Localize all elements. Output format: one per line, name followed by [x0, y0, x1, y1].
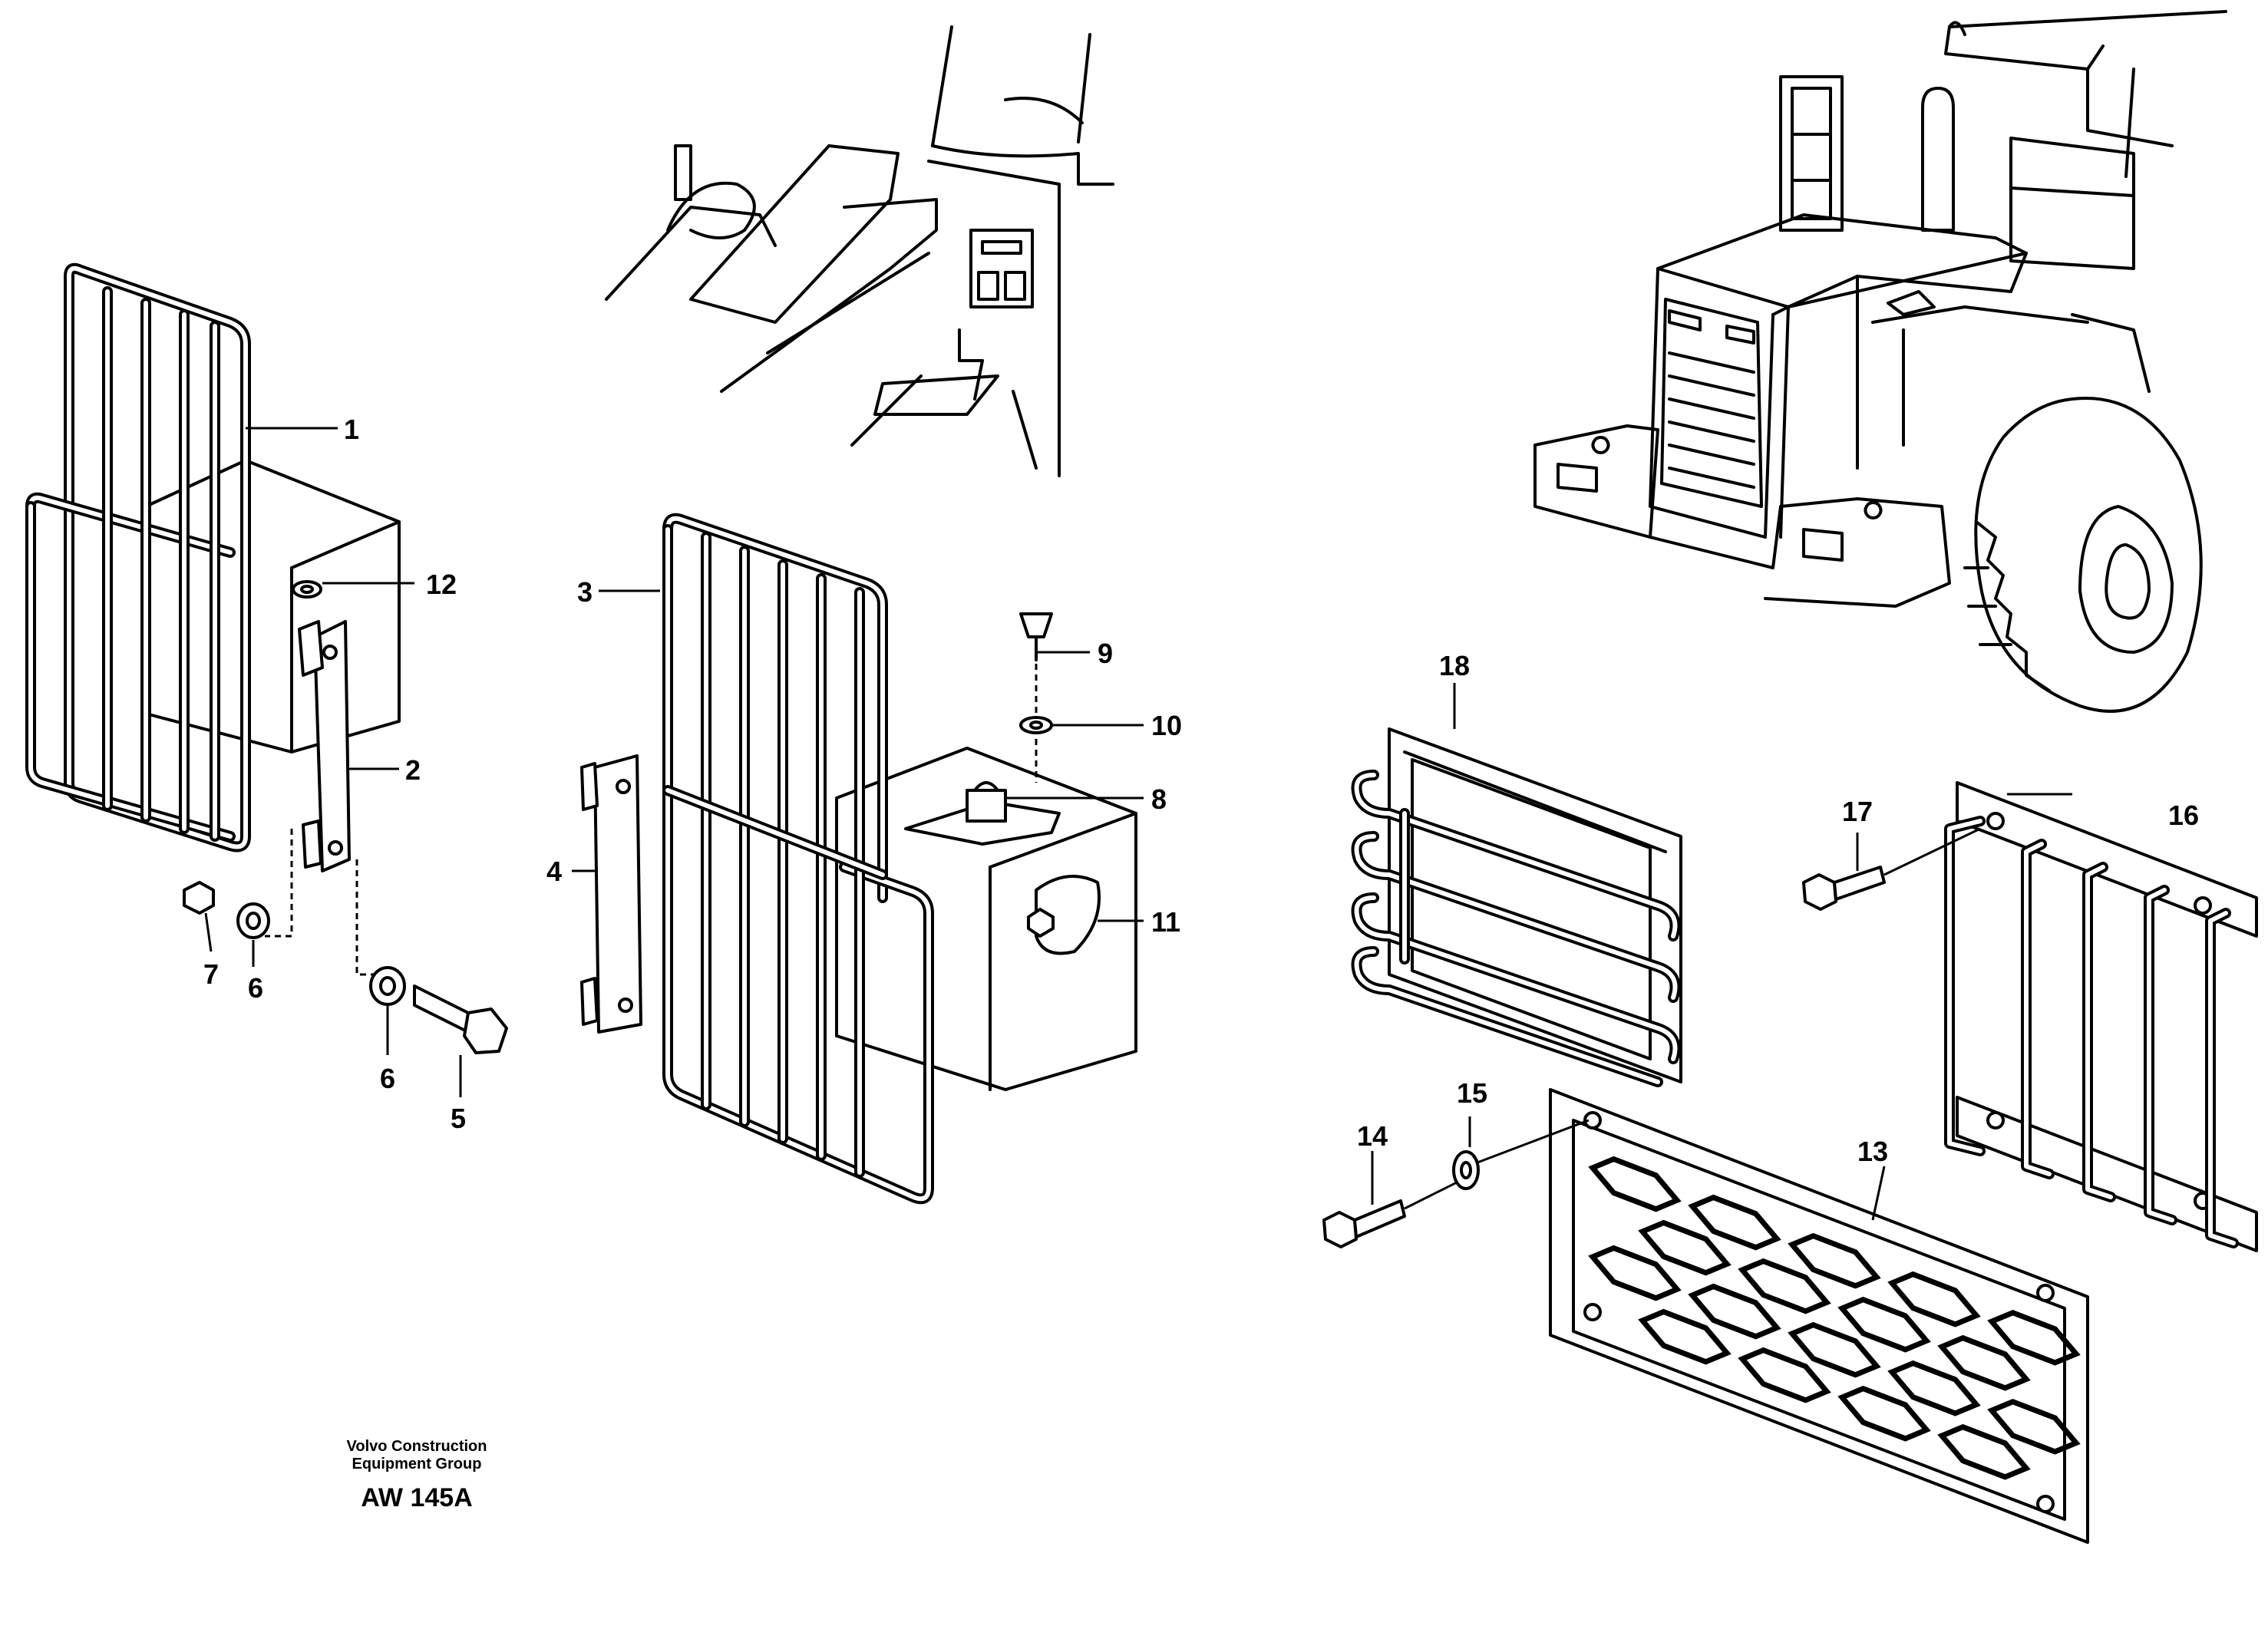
callout-6b: 6 — [248, 972, 263, 1004]
bolt-17 — [1802, 827, 1981, 911]
protective-grille-1 — [25, 262, 251, 852]
washer-15 — [1452, 1119, 1590, 1190]
bolt-14 — [1322, 1172, 1474, 1248]
fasteners-5-6-7 — [183, 829, 508, 1054]
mesh-grille-13 — [1549, 1088, 2089, 1544]
mesh-cell — [1738, 1347, 1831, 1403]
hinge-bracket-4 — [580, 754, 642, 1034]
mesh-cell — [1638, 1308, 1732, 1365]
callout-5: 5 — [451, 1103, 466, 1134]
manufacturer-line-1: Volvo Construction — [347, 1438, 487, 1455]
lamp-guard-18 — [1351, 727, 1682, 1087]
mesh-cell — [1738, 1258, 1831, 1314]
callout-16: 16 — [2168, 800, 2199, 831]
mesh-cell — [1638, 1219, 1732, 1276]
washer-10 — [1019, 716, 1053, 734]
rear-lamp-box-center — [835, 747, 1137, 1091]
washer-12 — [292, 580, 322, 599]
mesh-cell — [1987, 1309, 2081, 1366]
mesh-cell — [1837, 1296, 1931, 1353]
mesh-cell — [1688, 1194, 1781, 1251]
callout-17: 17 — [1842, 796, 1873, 827]
mesh-cell — [1788, 1232, 1881, 1289]
callout-7: 7 — [203, 958, 219, 990]
mesh-cell — [1937, 1423, 2031, 1480]
mesh-cell — [1837, 1385, 1931, 1442]
callout-4: 4 — [546, 856, 562, 887]
hex-mesh-pattern — [1588, 1156, 2081, 1480]
callout-6a: 6 — [380, 1063, 395, 1094]
protective-grille-3 — [662, 513, 934, 1205]
callout-10: 10 — [1151, 710, 1182, 741]
callout-12: 12 — [426, 569, 457, 600]
title-block: Volvo Construction Equipment Group AW 14… — [347, 1438, 487, 1512]
loader-front-view — [1533, 10, 2227, 713]
mesh-cell — [1688, 1283, 1781, 1340]
illustration-code: AW 145A — [361, 1483, 473, 1512]
cab-step-detail — [605, 25, 1114, 477]
mesh-cell — [1588, 1156, 1682, 1212]
callout-15: 15 — [1457, 1077, 1487, 1109]
callout-11: 11 — [1151, 906, 1180, 938]
mesh-cell — [1788, 1321, 1881, 1378]
leader-lines — [204, 427, 2072, 1221]
mesh-cell — [1887, 1360, 1981, 1416]
callout-9: 9 — [1098, 638, 1113, 669]
latch-8 — [904, 781, 1061, 846]
callout-2: 2 — [405, 754, 421, 786]
callout-13: 13 — [1857, 1136, 1888, 1167]
screw-9 — [1019, 612, 1053, 783]
callout-1: 1 — [344, 414, 359, 445]
mesh-cell — [1887, 1271, 1981, 1327]
mesh-cell — [1987, 1398, 2081, 1455]
manufacturer-line-2: Equipment Group — [352, 1456, 482, 1472]
callout-14: 14 — [1357, 1120, 1388, 1152]
mesh-cell — [1588, 1245, 1682, 1301]
callout-labels: 1 2 3 4 5 6 6 7 8 9 10 11 12 13 14 15 16… — [203, 414, 2199, 1167]
callout-18: 18 — [1439, 650, 1470, 681]
callout-8: 8 — [1151, 783, 1167, 815]
mesh-cell — [1937, 1334, 2031, 1391]
hinge-bracket-2 — [298, 620, 351, 872]
guard-16 — [1944, 781, 2258, 1252]
callout-3: 3 — [577, 576, 593, 608]
